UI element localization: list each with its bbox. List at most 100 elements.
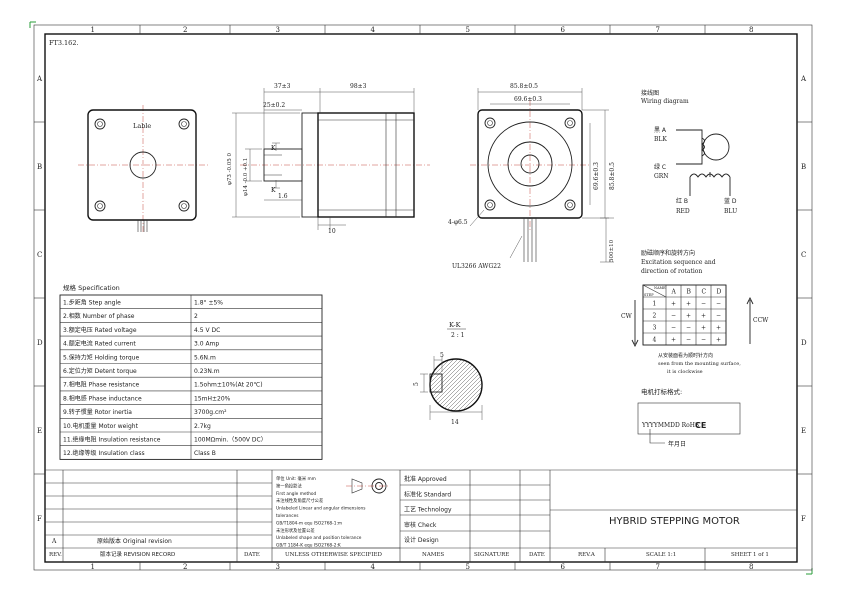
- spec-value: 3.0 Amp: [194, 341, 219, 348]
- dim-1.6: 1.6: [278, 193, 288, 200]
- marking-title: 电机打标格式:: [641, 387, 682, 396]
- zone-row-label: C: [801, 251, 806, 259]
- cw-label: CW: [621, 313, 633, 320]
- names-header: NAMES: [422, 552, 444, 558]
- spec-name: 5.保持力矩 Holding torque: [63, 353, 139, 361]
- tolerance-note: 未注线性及角度尺寸公差: [276, 497, 324, 504]
- spec-name: 8.相电感 Phase inductance: [63, 394, 142, 402]
- spec-name: 2.相数 Number of phase: [63, 312, 135, 320]
- zone-col-label: 3: [276, 563, 280, 571]
- spec-name: 9.转子惯量 Rotor inertia: [63, 408, 132, 416]
- excitation-cell: −: [701, 301, 706, 308]
- section-title: K-K: [449, 321, 461, 329]
- zone-ticks: [34, 25, 812, 570]
- excitation-cell: −: [716, 301, 721, 308]
- marking-date-label: 年月日: [668, 440, 686, 448]
- tolerance-note: GB/T 1184-K equ ISO2768-2:K: [276, 543, 341, 549]
- signature-header: SIGNATURE: [474, 552, 509, 558]
- wire-red: RED: [676, 208, 690, 215]
- title-block: A 原始版本 Original revision REV. 版本记录 REVIS…: [45, 469, 797, 562]
- corner-mark: [29, 21, 36, 28]
- tolerance-note: 单位 Unit: 毫米 mm: [276, 475, 316, 482]
- excitation-header: B: [687, 289, 692, 296]
- spec-title: 规格 Specification: [63, 283, 120, 292]
- header-name: NAME: [654, 286, 666, 290]
- spec-value: 2.7kg: [194, 423, 211, 430]
- approval-label: 设计 Design: [404, 536, 439, 544]
- wiring-title-cn: 接线图: [641, 89, 659, 97]
- section-dim-5-side: 5: [413, 382, 420, 386]
- sheet-value: SHEET 1 of 1: [731, 552, 769, 558]
- spec-value: Class B: [194, 450, 216, 457]
- excitation-cell: +: [671, 301, 676, 308]
- zone-col-label: 7: [656, 563, 660, 571]
- unless-header: UNLESS OTHERWISE SPECIFIED: [285, 552, 383, 558]
- rotation-note-en-2: it is clockwise: [667, 369, 703, 375]
- mounting-holes: 4-φ6.5: [448, 219, 468, 226]
- rev-header: REV.: [49, 552, 62, 558]
- tolerance-note: First angle method: [276, 491, 317, 497]
- rotation-note-cn: 从安装面看为顺时针方向: [658, 352, 713, 359]
- record-header: 版本记录 REVISION RECORD: [100, 550, 175, 558]
- revision-letter: A: [51, 538, 57, 545]
- excitation-step: 4: [653, 337, 657, 344]
- zone-col-label: 4: [371, 26, 376, 34]
- flange-diameter: φ73 -0.05 0: [227, 153, 233, 185]
- scale-value: SCALE 1:1: [646, 552, 676, 558]
- rear-view: 85.8±0.5 69.6±0.3 69.6±0.3 85.8±0.5 500±…: [448, 83, 616, 270]
- excitation-cell: −: [686, 337, 691, 344]
- specification-table: 规格 Specification 1.步距角 Step angle 1.8° ±5…: [59, 283, 323, 460]
- zone-row-label: E: [37, 427, 42, 435]
- spec-value: 100MΩmin.（500V DC）: [194, 437, 267, 444]
- zone-col-label: 5: [466, 26, 470, 34]
- dim-500: 500±10: [609, 239, 615, 262]
- excitation-title-en-2: direction of rotation: [641, 268, 702, 275]
- spec-name: 4.额定电流 Rated current: [63, 340, 136, 348]
- excitation-step: 3: [653, 325, 657, 332]
- tolerance-note: tolerances: [276, 513, 299, 519]
- front-view: Lable: [78, 105, 210, 232]
- zone-row-label: A: [36, 75, 43, 83]
- dim-10: 10: [328, 228, 336, 235]
- approval-label: 工艺 Technology: [404, 506, 452, 514]
- excitation-cell: +: [671, 337, 676, 344]
- zone-row-label: B: [37, 163, 42, 171]
- zone-col-label: 8: [749, 563, 753, 571]
- excitation-header: C: [702, 289, 707, 296]
- marking-text: YYYYMMDD RoHS: [641, 422, 699, 429]
- excitation-cell: +: [686, 301, 691, 308]
- approval-label: 标准化 Standard: [404, 490, 451, 498]
- tolerance-note: Unlabeled shape and position tolerance: [276, 535, 362, 541]
- shaft-diameter: φ14 -0.0 +0.1: [243, 158, 249, 196]
- excitation-step: 1: [653, 301, 657, 308]
- spec-name: 12.绝缘等级 Insulation class: [63, 449, 145, 457]
- zone-col-label: 2: [183, 26, 187, 34]
- spec-name: 11.绝缘电阻 Insulation resistance: [63, 436, 161, 444]
- zone-row-label: B: [801, 163, 806, 171]
- spec-value: 4.5 V DC: [194, 327, 220, 334]
- excitation-cell: −: [701, 337, 706, 344]
- zone-col-label: 8: [749, 26, 753, 34]
- rev-value: REV.A: [578, 552, 596, 558]
- k-mark-top: K: [271, 145, 276, 152]
- spec-name: 1.步距角 Step angle: [63, 299, 121, 307]
- outer-border: [33, 24, 813, 571]
- spec-value: 1.8° ±5%: [194, 300, 223, 307]
- excitation-step: 2: [653, 313, 657, 320]
- excitation-cell: −: [686, 325, 691, 332]
- wiring-title-en: Wiring diagram: [641, 98, 689, 105]
- zone-col-label: 1: [91, 563, 95, 571]
- excitation-cell: −: [671, 313, 676, 320]
- spec-name: 3.额定电压 Rated voltage: [63, 326, 137, 334]
- marking-format: 电机打标格式: YYYYMMDD RoHS CE 年月日: [637, 387, 741, 448]
- corner-mark: [806, 568, 813, 575]
- excitation-cell: +: [716, 325, 721, 332]
- spec-value: 3700g.cm²: [194, 409, 227, 416]
- product-title: HYBRID STEPPING MOTOR: [609, 516, 740, 527]
- wire-c: 绿 C: [654, 163, 666, 171]
- wire-grn: GRN: [654, 173, 669, 180]
- excitation-cell: +: [701, 313, 706, 320]
- excitation-sequence: 励磁顺序和旋转方向 Excitation sequence and direct…: [621, 249, 769, 375]
